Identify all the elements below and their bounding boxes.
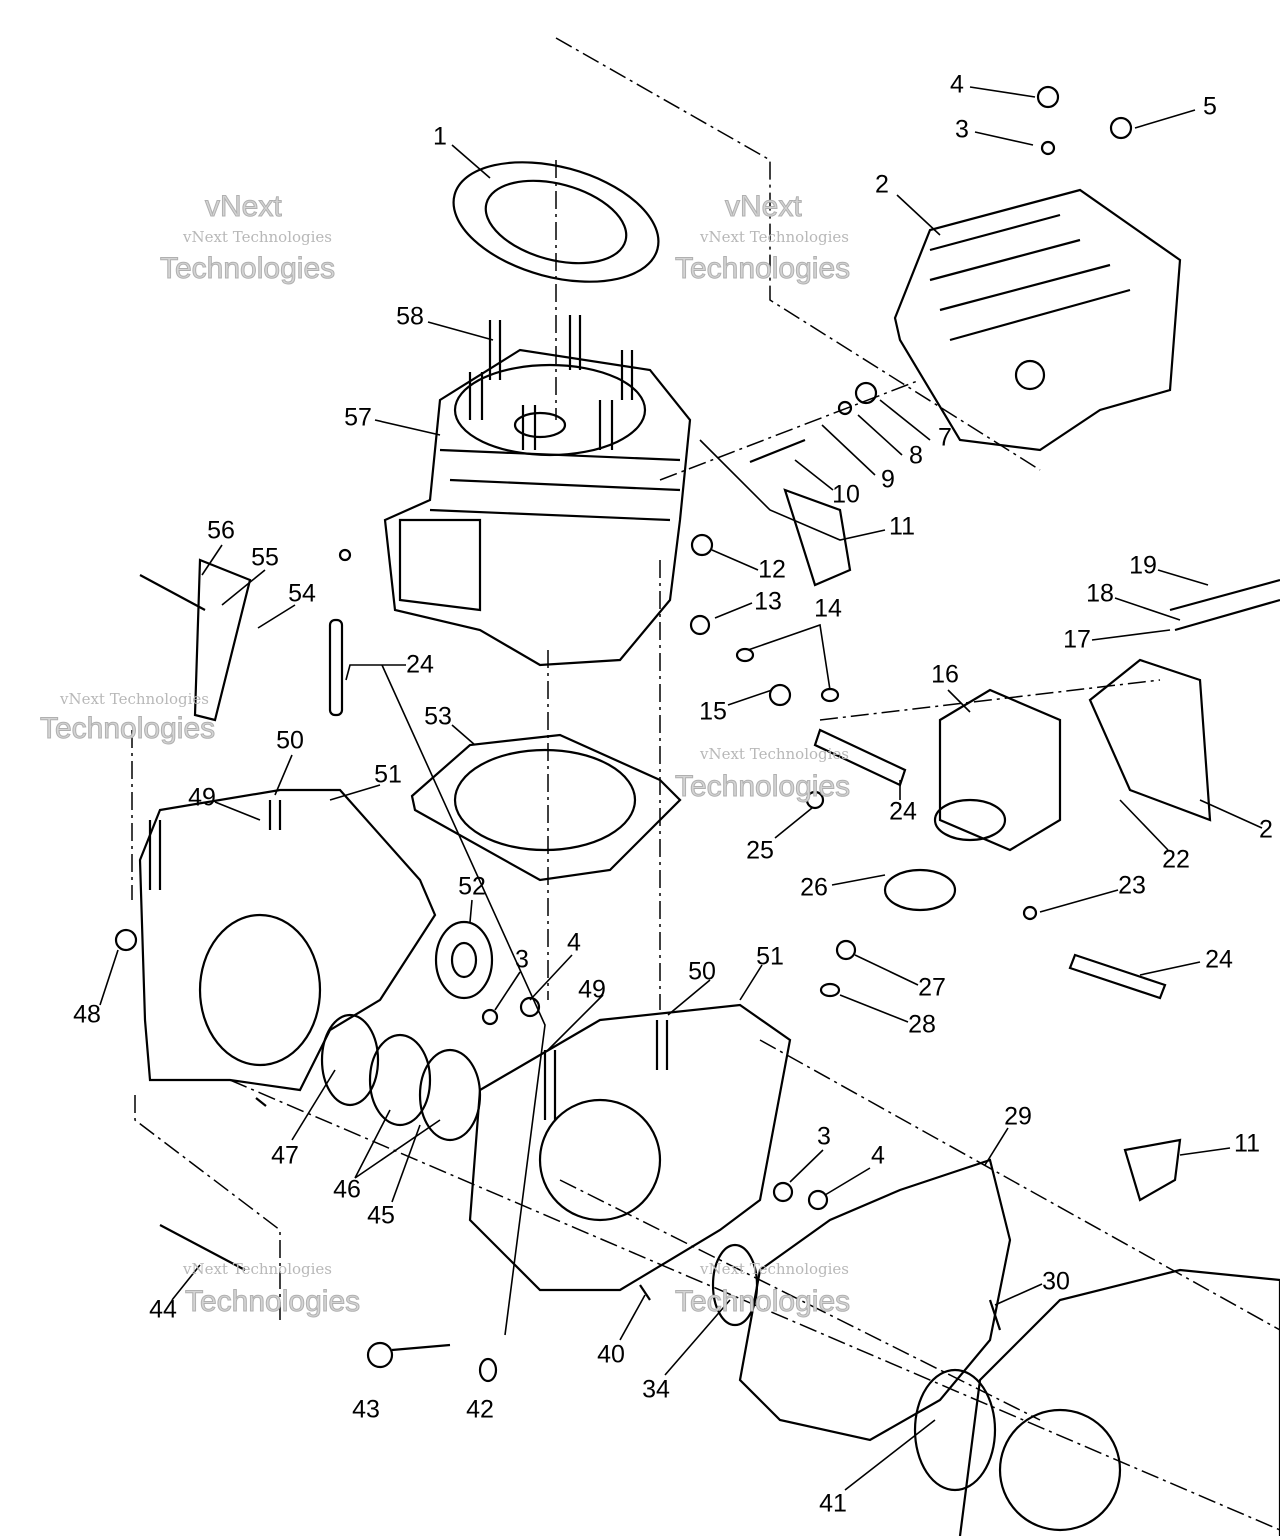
callout-label: 1 [433, 122, 447, 151]
callout-label: 50 [276, 726, 304, 755]
callout-label: 19 [1129, 551, 1157, 580]
callout-label: 17 [1063, 625, 1091, 654]
small-parts [114, 85, 1182, 1383]
watermark: Technologies [39, 712, 216, 746]
bearings [320, 920, 997, 1492]
cylinder [383, 315, 692, 667]
watermark: vNext [725, 190, 803, 224]
callout-label: 51 [374, 760, 402, 789]
watermark: Technologies [184, 1285, 361, 1319]
callout-label: 41 [819, 1489, 847, 1518]
callout-label: 8 [909, 441, 923, 470]
callout-label: 11 [889, 512, 915, 541]
callout-label: 46 [333, 1175, 361, 1204]
callout-label: 48 [73, 1000, 101, 1029]
callout-label: 7 [938, 423, 952, 452]
callout-label: 55 [251, 543, 279, 572]
watermark: vNext Technologies [700, 228, 850, 246]
watermark: Technologies [674, 1285, 851, 1319]
leader-lines [99, 86, 1263, 1491]
callout-label: 44 [149, 1295, 177, 1324]
callout-label: 29 [1004, 1102, 1032, 1131]
callout-label: 14 [814, 594, 842, 623]
callout-label: 16 [931, 660, 959, 689]
callout-label: 18 [1086, 579, 1114, 608]
intake-manifold [933, 578, 1280, 852]
callout-label: 56 [207, 516, 235, 545]
callout-label: 15 [699, 697, 727, 726]
callout-label: 12 [758, 555, 786, 584]
callout-label: 49 [188, 783, 216, 812]
callout-label: 57 [344, 403, 372, 432]
callout-label: 49 [578, 975, 606, 1004]
callout-label: 40 [597, 1340, 625, 1369]
watermark: vNext Technologies [60, 690, 210, 708]
callout-label: 34 [642, 1375, 670, 1404]
watermark: vNext Technologies [183, 1260, 333, 1278]
callout-label: 10 [832, 480, 860, 509]
left-crankcase [138, 788, 437, 1092]
cylinder-head [893, 188, 1182, 452]
callout-label: 52 [458, 872, 486, 901]
callout-label: 3 [817, 1122, 831, 1151]
watermark: vNext Technologies [700, 1260, 850, 1278]
callout-label: 22 [1162, 845, 1190, 874]
watermark: vNext Technologies [700, 745, 850, 763]
callout-label: 2 [1259, 815, 1273, 844]
callout-label: 4 [871, 1141, 885, 1170]
crankcase-cover-gasket [738, 1158, 1280, 1536]
callout-label: 43 [352, 1395, 380, 1424]
callout-label: 47 [271, 1141, 299, 1170]
callout-label: 50 [688, 957, 716, 986]
callout-label: 54 [288, 579, 316, 608]
callout-label: 5 [1203, 92, 1217, 121]
callout-label: 53 [424, 702, 452, 731]
callout-label: 2 [875, 170, 889, 199]
callout-label: 23 [1118, 871, 1146, 900]
callout-label: 11 [1234, 1129, 1260, 1158]
callout-label: 24 [1205, 945, 1233, 974]
callout-label: 27 [918, 973, 946, 1002]
callout-label: 3 [955, 115, 969, 144]
callout-label: 58 [396, 302, 424, 331]
callout-label: 24 [406, 650, 434, 679]
watermark: Technologies [674, 770, 851, 804]
watermark: vNext [205, 190, 283, 224]
callout-label: 28 [908, 1010, 936, 1039]
callout-label: 25 [746, 836, 774, 865]
callout-label: 3 [515, 945, 529, 974]
callout-label: 26 [800, 873, 828, 902]
callout-label: 9 [881, 465, 895, 494]
watermark: vNext Technologies [183, 228, 333, 246]
watermark: Technologies [674, 252, 851, 286]
callout-label: 24 [889, 797, 917, 826]
callout-label: 30 [1042, 1267, 1070, 1296]
callout-label: 4 [567, 928, 581, 957]
callout-label: 45 [367, 1201, 395, 1230]
callout-label: 42 [466, 1395, 494, 1424]
callout-label: 4 [950, 70, 964, 99]
base-gasket [410, 733, 682, 882]
head-gasket [452, 161, 660, 283]
callout-label: 51 [756, 942, 784, 971]
watermark: Technologies [159, 252, 336, 286]
callout-label: 13 [754, 587, 782, 616]
